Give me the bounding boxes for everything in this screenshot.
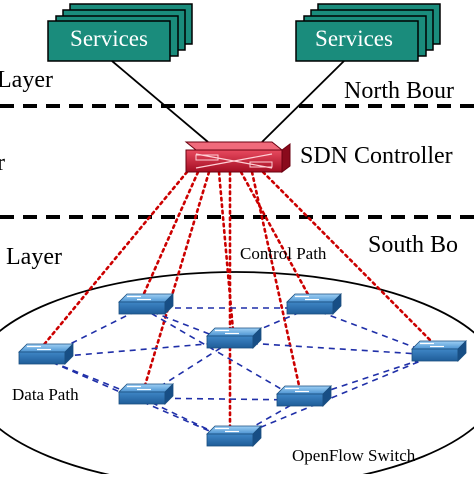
sdn-controller-label: SDN Controller <box>300 143 453 169</box>
infrastructure-layer-label: Layer <box>6 244 62 270</box>
services-left-label: Services <box>70 26 148 51</box>
sdn-controller-device <box>184 141 291 173</box>
openflow-switch-icon <box>206 327 262 349</box>
openflow-switch-icon <box>18 343 74 365</box>
openflow-switch-icon <box>118 293 174 315</box>
control-path-label: Control Path <box>240 244 327 263</box>
services-right-label: Services <box>315 26 393 51</box>
services-stack-left: Services <box>47 3 193 62</box>
service-link-right <box>261 60 345 143</box>
control-paths <box>40 170 437 430</box>
application-layer-label: Layer <box>0 67 53 93</box>
openflow-switch-icon <box>118 383 174 405</box>
network-ellipse <box>0 271 474 479</box>
services-stack-right: Services <box>295 3 441 62</box>
openflow-switch-icon <box>286 293 342 315</box>
openflow-switch-icon <box>411 340 467 362</box>
north-bound-label: North Bour <box>344 78 454 104</box>
openflow-switches <box>18 293 467 447</box>
data-path-label: Data Path <box>12 385 79 404</box>
south-bound-label: South Bo <box>368 232 458 258</box>
openflow-switch-icon <box>276 385 332 407</box>
openflow-switch-label: OpenFlow Switch <box>292 446 416 465</box>
control-layer-label: r <box>0 150 5 176</box>
openflow-switch-icon <box>206 425 262 447</box>
service-link-left <box>111 60 209 143</box>
